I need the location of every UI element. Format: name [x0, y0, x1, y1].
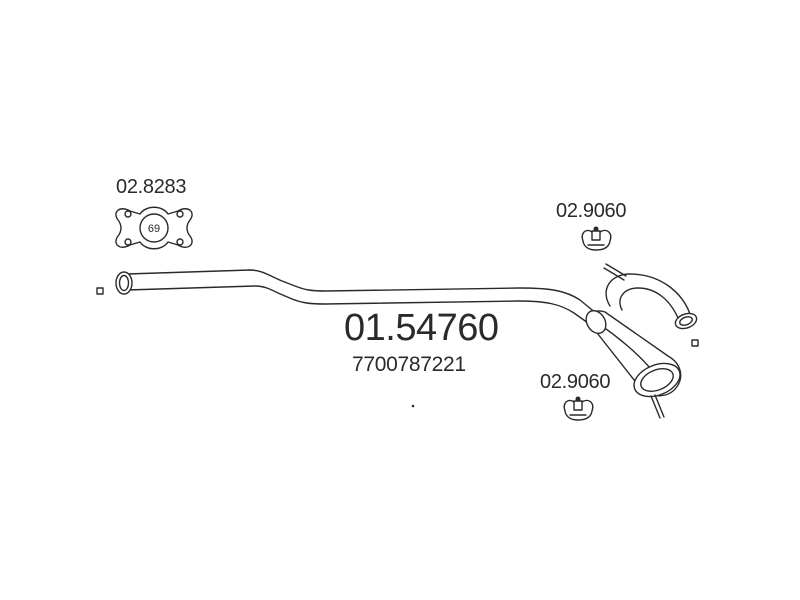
main-part-number: 01.54760 [344, 307, 499, 349]
muffler-icon [585, 309, 682, 398]
hanger-top-ref-label: 02.9060 [556, 200, 627, 222]
exhaust-clamp-icon: 69 [115, 206, 193, 250]
left-end-marker [96, 287, 104, 295]
clamp-ref-label: 02.8283 [116, 176, 187, 198]
hanger-bottom-ref-label: 02.9060 [540, 371, 611, 393]
oem-number: 7700787221 [352, 353, 466, 376]
stray-dot [411, 404, 415, 408]
exhaust-pipe-icon [115, 269, 598, 324]
right-end-marker [691, 339, 699, 347]
rubber-hanger-icon [563, 396, 594, 421]
clamp-size-text: 69 [148, 223, 160, 235]
rubber-hanger-icon [581, 226, 612, 251]
tailpipe-icon [603, 263, 698, 419]
